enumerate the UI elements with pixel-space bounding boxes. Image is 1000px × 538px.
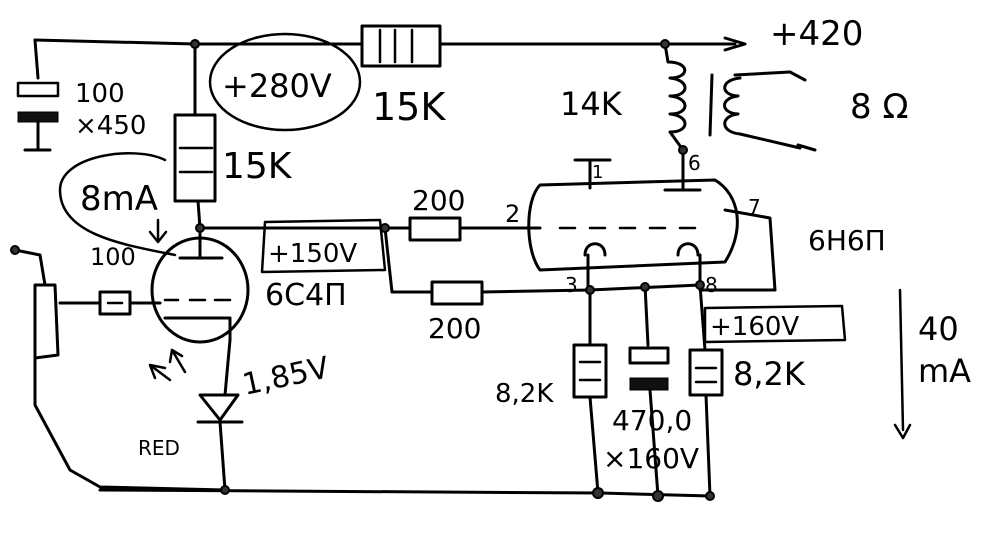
cathode-cap-label-line2: ×160V [603,442,699,475]
cathode-resistor-right-label: 8,2K [733,355,806,393]
pentode-anode-voltage-label: +280V [222,67,332,105]
left-rail-down [33,38,40,80]
grid-resistor-200-bottom [430,280,484,306]
junction-dot [705,491,715,501]
junction-dot [695,280,705,290]
triode-anode-voltage-label: +150V [268,239,357,269]
led-diode [196,393,244,424]
grid-resistor-top-label: 200 [412,184,465,217]
junction-dot [190,39,200,49]
pentode-pin-label: 6 [688,151,701,175]
pentode-pin-label: 1 [592,162,603,183]
cathode-voltage-box [703,304,847,344]
junction-dot [10,245,20,255]
transformer-core [708,73,714,137]
cathode-cap-plate-top [628,346,670,365]
triode-tube-label: 6C4П [265,278,347,313]
cathode-resistor-left [572,343,608,399]
total-current-label: 40 mA [918,310,971,390]
total-current-line1: 40 [918,310,959,348]
triode-anode-voltage-box [260,218,387,274]
series-resistor-label: 15K [372,85,446,129]
ground-rail [98,488,712,498]
speaker-terminals [788,70,817,152]
junction-dot [195,223,205,233]
coupling-cap-plate-top [16,81,60,98]
voltage-annotation-loop [208,32,362,132]
coupling-cap-value-line1: 100 [75,79,125,109]
triode-grid-resistor-label: 100 [90,243,136,271]
pentode-pin-label: 7 [748,195,761,219]
triode-anode-resistor-label: 15K [222,146,293,187]
coupling-cap-value: 100 ×450 [75,79,146,141]
led-label: RED [138,436,180,460]
triode-current-arrow [148,218,168,244]
junction-dot [652,490,664,502]
led-light-arrows [148,348,187,382]
led-voltage-label: 1,85V [239,350,332,402]
supply-arrow [723,36,747,52]
potentiometer [33,283,60,360]
pentode-pin-label: 3 [565,273,578,297]
coupling-cap-ground [23,120,52,152]
pentode-tube-label: 6H6П [808,224,886,257]
supply-voltage-label: +420 [770,14,863,54]
junction-dot [592,487,604,499]
current-arrow [893,288,912,440]
junction-dot [585,285,595,295]
grid-resistor-bottom-label: 200 [428,312,481,345]
top-rail [33,38,737,46]
series-resistor-15k [360,24,442,68]
pentode-pin-label: 2 [505,200,520,228]
coupling-cap-value-line2: ×450 [75,111,146,141]
output-transformer-primary [663,42,687,152]
cathode-resistor-left-label: 8,2K [495,379,554,409]
junction-dot [660,39,670,49]
pentode-pin-label: 8 [705,273,718,297]
triode-current-loop [58,152,177,257]
cathode-cap-plate-bottom [629,377,669,391]
junction-dot [220,485,230,495]
pentode-tube [527,178,739,272]
grid-resistor-200-top [408,216,462,242]
cathode-cap-label: 470,0 ×160V [603,404,701,475]
triode-current-label: 8mA [80,179,158,219]
speaker-impedance-label: 8 Ω [850,87,908,127]
triode-cathode [163,316,232,342]
total-current-line2: mA [918,352,971,390]
cathode-voltage-label: +160V [710,312,799,342]
triode-anode-resistor [173,113,217,203]
junction-dot [678,145,688,155]
cathode-cap-label-line1: 470,0 [612,404,692,437]
junction-dot [640,282,650,292]
output-transformer-secondary [723,70,802,150]
transformer-primary-label: 14K [560,85,623,123]
cathode-resistor-right [688,348,724,397]
